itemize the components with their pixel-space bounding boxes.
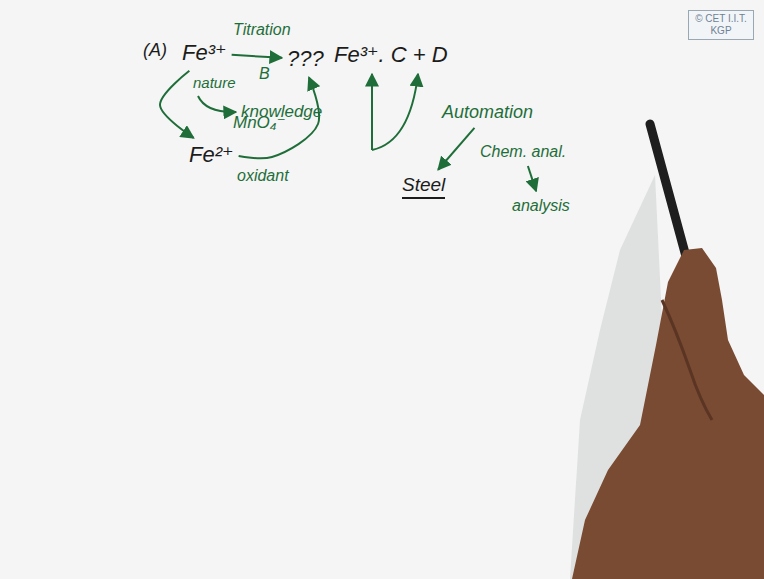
note-term: Steel xyxy=(400,172,447,201)
unknown-term: ??? xyxy=(285,44,326,74)
node-text: Automation xyxy=(442,102,533,124)
note-label: B xyxy=(258,64,271,83)
node-text: © CET I.I.T. KGP xyxy=(691,13,751,37)
connector-arrow xyxy=(528,166,536,191)
note-term: analysis xyxy=(510,194,572,217)
hand xyxy=(572,248,764,579)
node-text: Fe³⁺. C + D xyxy=(334,42,448,68)
formula-term: Fe³⁺. C + D xyxy=(332,40,450,70)
leader-arrow xyxy=(372,74,418,150)
note-term: Automation xyxy=(440,100,535,126)
note-label: oxidant xyxy=(236,166,290,185)
edge-label: nature xyxy=(192,74,237,92)
formula-term: Fe³⁺ xyxy=(180,38,229,68)
node-text: ??? xyxy=(287,46,324,72)
section-mark: (A) xyxy=(142,40,168,62)
connector-arrow xyxy=(160,71,194,138)
leader-arrow xyxy=(371,74,373,150)
connector-arrow xyxy=(438,128,474,170)
edge-label: Titration xyxy=(232,20,292,39)
node-text: Steel xyxy=(402,174,445,199)
formula-term: Fe²⁺ xyxy=(187,140,236,170)
node-text: Chem. anal. xyxy=(480,142,566,161)
node-text: Fe²⁺ xyxy=(189,142,234,168)
finger-line xyxy=(662,300,712,420)
logo-box: © CET I.I.T. KGP xyxy=(688,10,754,40)
edge-label: MnO₄⁻ xyxy=(232,113,287,133)
node-text: Fe³⁺ xyxy=(182,40,227,66)
connector-arrow xyxy=(232,55,282,58)
note-term: Chem. anal. xyxy=(478,140,568,163)
node-text: analysis xyxy=(512,196,570,215)
leader-arrow xyxy=(198,96,236,112)
